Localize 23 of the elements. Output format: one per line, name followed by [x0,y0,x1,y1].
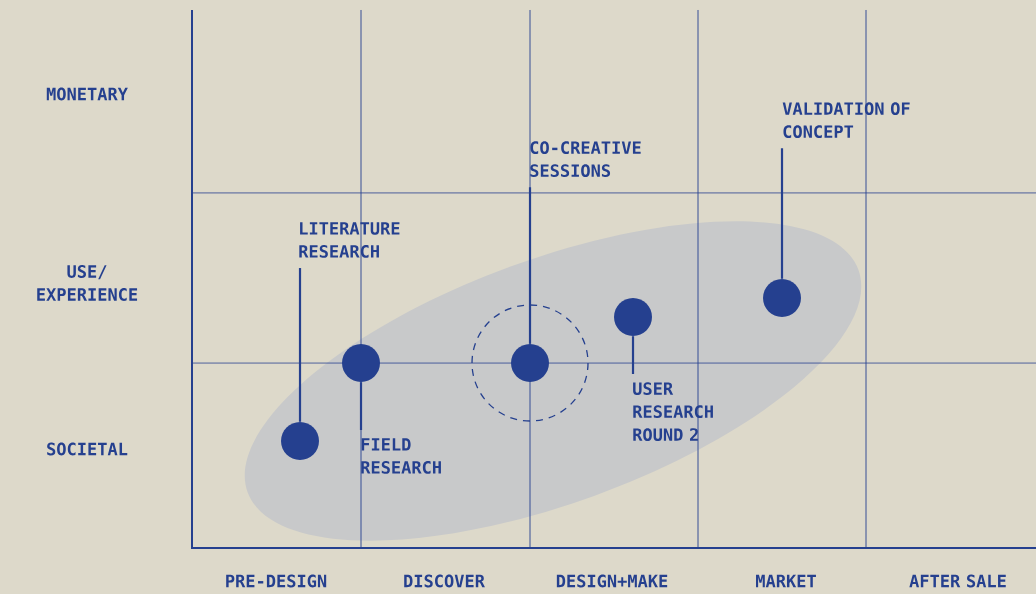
annotation-label: USER RESEARCH ROUND 2 [633,382,713,442]
axis-label: DESIGN+MAKE [556,574,668,588]
annotation-label: CO-CREATIVE SESSIONS [530,141,641,178]
annotation-label: FIELD RESEARCH [361,438,441,474]
leader-line [359,382,363,430]
marker-dot [511,344,549,382]
leader-line [780,148,784,279]
axis-label: PRE-DESIGN [226,574,327,588]
marker-dot [281,422,319,460]
annotation-label: VALIDATION OF CONCEPT [782,102,910,139]
axis-label: AFTER SALE [909,574,1006,588]
axis-label: SOCIETAL [47,442,128,456]
axis-label: DISCOVER [404,574,485,588]
marker-dot [342,344,380,382]
marker-dot [763,279,801,317]
axis-label: MARKET [756,574,816,588]
leader-line [631,336,635,374]
leader-line [528,187,532,344]
annotation-label: LITERATURE RESEARCH [299,222,400,258]
axis-label: USE/ EXPERIENCE [37,265,138,301]
leader-line [298,268,302,422]
marker-dot [614,298,652,336]
axis-label: MONETARY [46,87,128,101]
